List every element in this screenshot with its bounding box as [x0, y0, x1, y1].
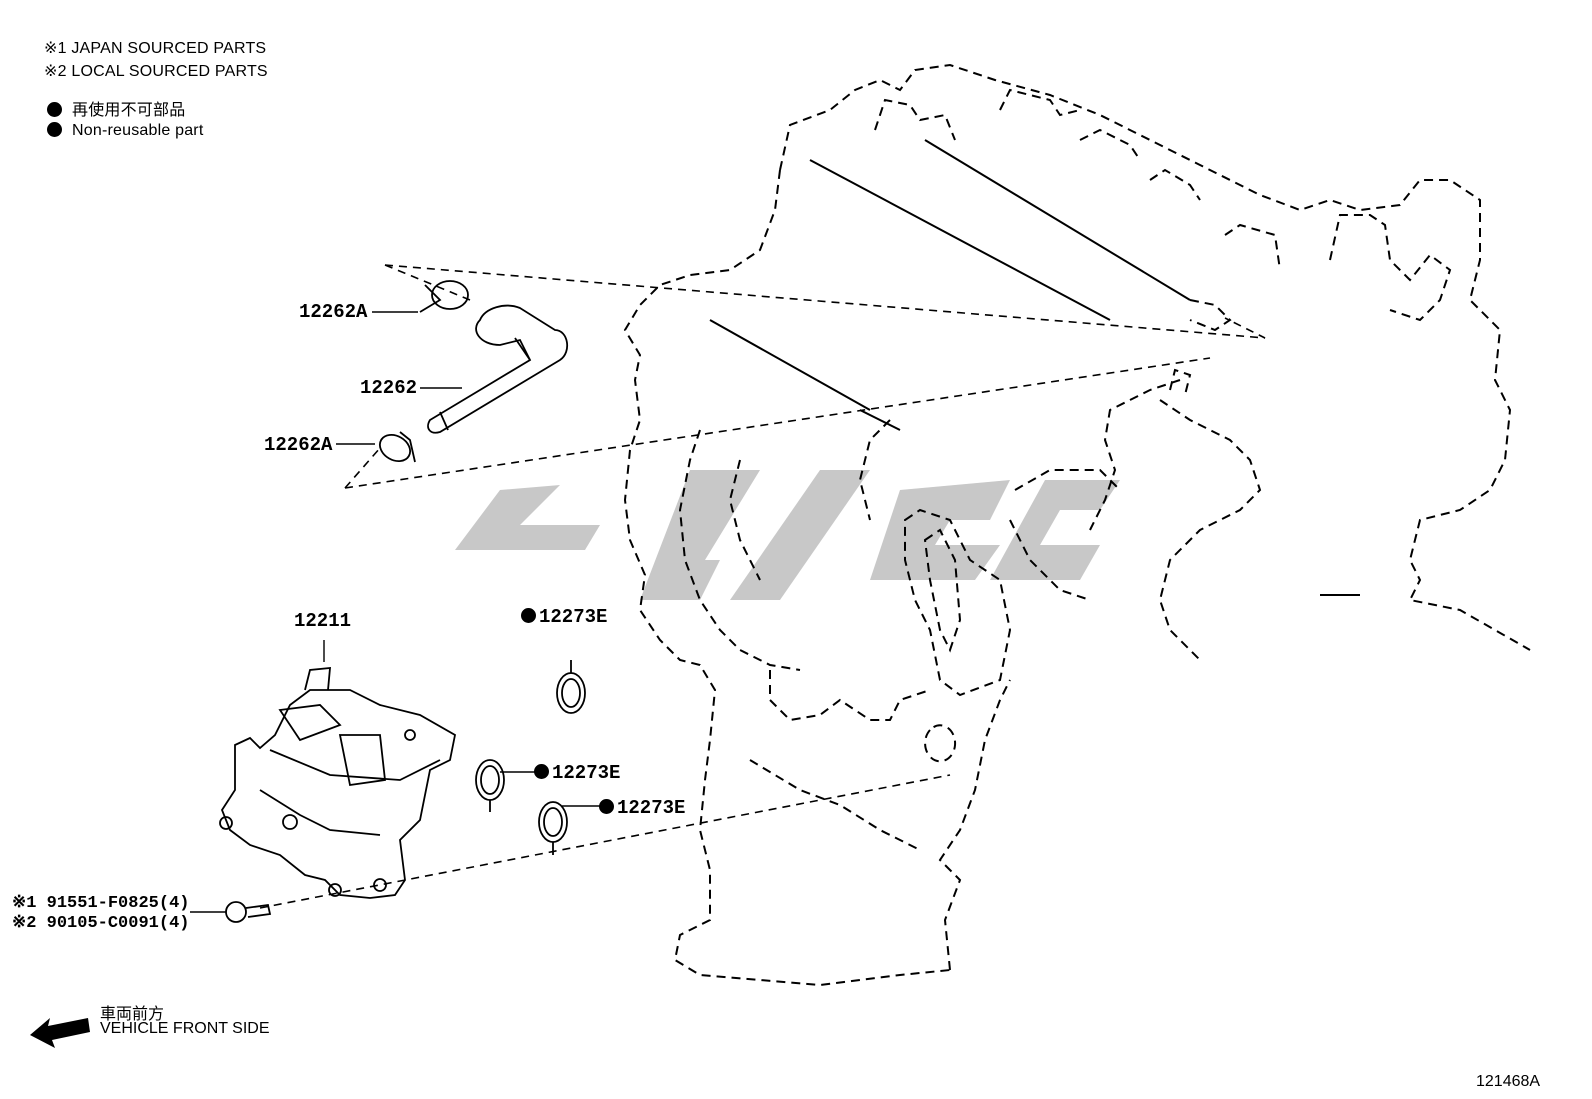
callout-clip-upper[interactable]: 12262A — [299, 301, 368, 323]
leader-lines — [259, 264, 1266, 909]
callout-clip-lower[interactable]: 12262A — [264, 434, 333, 456]
engine-outline — [623, 63, 1531, 987]
separator-part — [219, 666, 457, 899]
callout-bolt-local[interactable]: ※2 90105-C0091(4) — [12, 914, 190, 933]
legend-nonreusable-jp: 再使用不可部品 — [47, 96, 185, 120]
watermark-logo — [455, 470, 1120, 600]
hose-part — [427, 304, 569, 434]
callout-gasket-2[interactable]: 12273E — [534, 762, 620, 784]
legend-note-local: ※2 LOCAL SOURCED PARTS — [44, 63, 268, 80]
legend-nonreusable-en: Non-reusable part — [47, 122, 203, 140]
clip-lower-drawing — [379, 431, 416, 463]
legend-note-japan: ※1 JAPAN SOURCED PARTS — [44, 40, 267, 57]
callout-separator[interactable]: 12211 — [294, 610, 352, 632]
callout-gasket-3[interactable]: 12273E — [599, 797, 685, 819]
front-label-en: VEHICLE FRONT SIDE — [100, 1020, 270, 1037]
nonreusable-dot-icon — [47, 122, 62, 137]
front-label-jp: 車両前方 — [100, 1006, 165, 1023]
engine-solid-lines — [709, 139, 1360, 596]
callout-leaders — [190, 311, 605, 913]
bolt-drawing — [225, 901, 272, 923]
nonreusable-dot-icon — [47, 102, 62, 117]
front-direction-arrow — [30, 1018, 90, 1048]
clip-upper-drawing — [419, 280, 469, 313]
nonreusable-dot-icon — [521, 608, 536, 623]
figure-id: 121468A — [1476, 1073, 1541, 1090]
callout-hose[interactable]: 12262 — [360, 377, 418, 399]
callout-gasket-1[interactable]: 12273E — [521, 606, 607, 628]
nonreusable-dot-icon — [599, 799, 614, 814]
nonreusable-dot-icon — [534, 764, 549, 779]
gasket-drawings — [475, 660, 586, 855]
callout-bolt-japan[interactable]: ※1 91551-F0825(4) — [12, 894, 190, 913]
